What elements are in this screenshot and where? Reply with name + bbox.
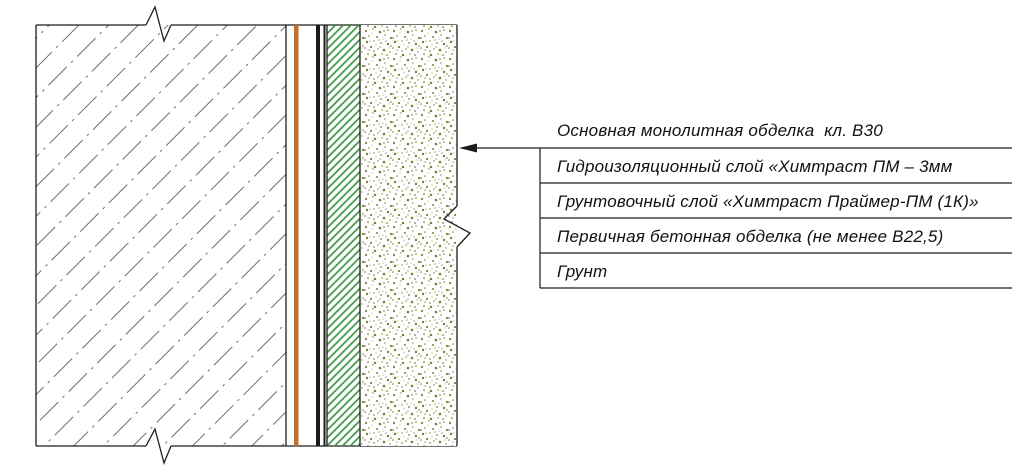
- callout-label-soil: Грунт: [557, 262, 608, 281]
- concrete-lining-layer: [361, 25, 472, 446]
- concrete-speckle-fill: [361, 25, 457, 446]
- callout-label-primer: Грунтовочный слой «Химтраст Праймер-ПМ (…: [557, 192, 979, 211]
- callout-label-main-lining: Основная монолитная обделка кл. В30: [557, 121, 883, 140]
- soil-area: [35, 25, 287, 446]
- leader-lines: [459, 143, 1012, 289]
- lining-line-thick: [316, 25, 320, 446]
- callout-label-primary-concrete: Первичная бетонная обделка (не менее В22…: [557, 227, 944, 246]
- primer-hatch-fill: [327, 25, 360, 446]
- leader-arrowhead: [459, 143, 477, 153]
- waterproofing-membrane-orange: [294, 25, 299, 446]
- break-symbol-bottom: [145, 427, 172, 466]
- soil-hatch-fill: [36, 25, 286, 446]
- break-symbol-top: [145, 5, 172, 43]
- break-symbol-right: [442, 205, 472, 248]
- callout-label-waterproofing: Гидроизоляционный слой «Химтраст ПМ – 3м…: [557, 157, 953, 176]
- primer-layer: [326, 25, 361, 446]
- lining-line-thin: [323, 25, 326, 446]
